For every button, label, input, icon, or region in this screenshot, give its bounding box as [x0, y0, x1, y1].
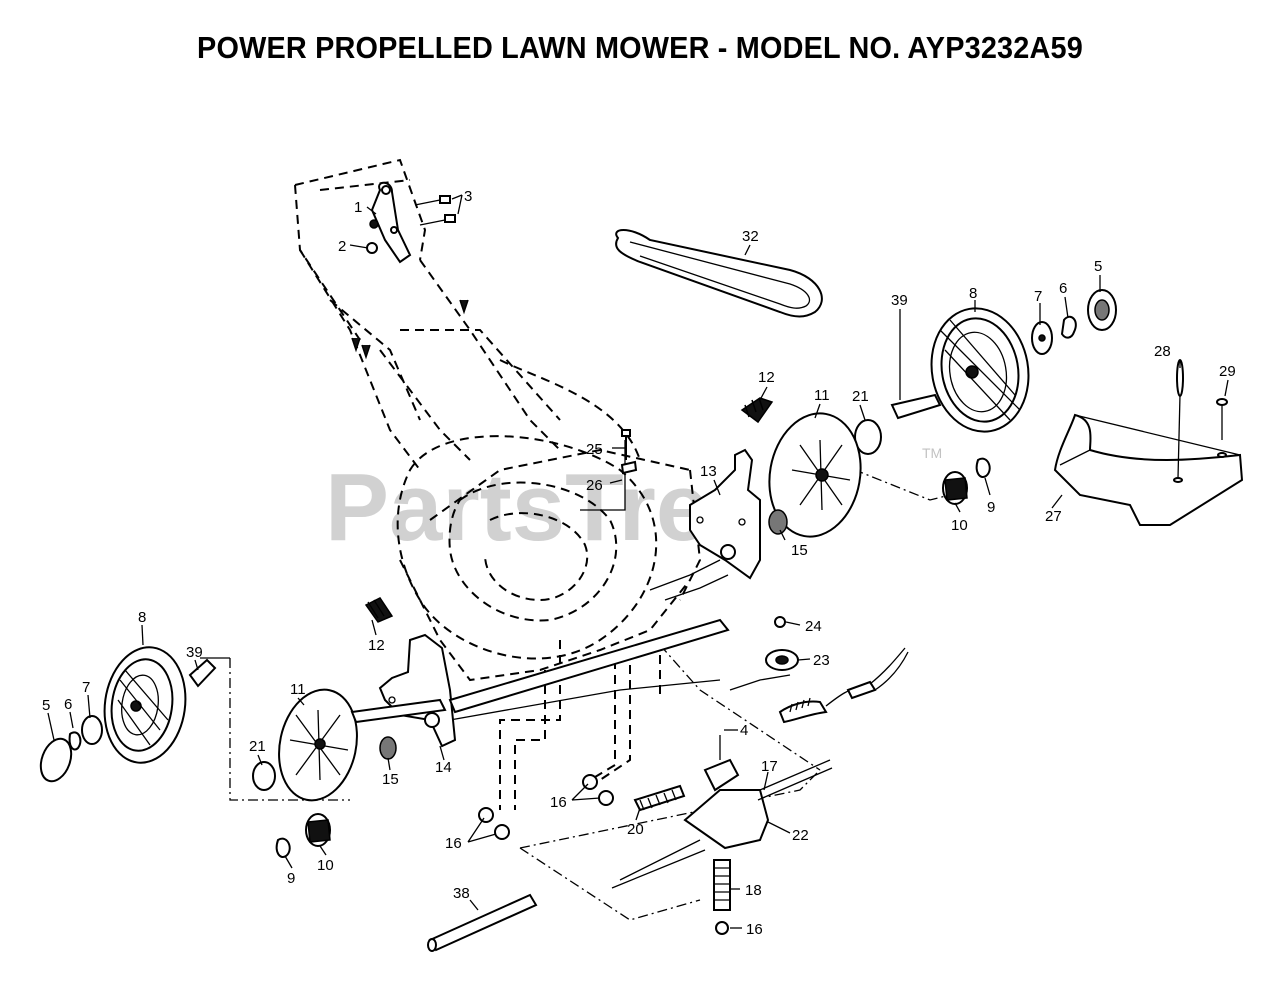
callout-4: 4 [740, 722, 748, 739]
callout-5: 5 [1094, 258, 1102, 275]
callout-12: 12 [758, 369, 775, 386]
callout-28: 28 [1154, 343, 1171, 360]
leader-lines [47, 194, 1229, 929]
callout-7: 7 [1034, 288, 1042, 305]
callout-25: 25 [586, 441, 603, 458]
mower-deck-outline [294, 158, 702, 810]
diagram-title: POWER PROPELLED LAWN MOWER - MODEL NO. A… [197, 30, 1083, 65]
callout-3: 3 [464, 188, 472, 205]
rear-shield [1053, 359, 1244, 526]
callout-5: 5 [42, 697, 50, 714]
left-wheel-assembly [39, 646, 217, 783]
callout-38: 38 [453, 885, 470, 902]
callout-17: 17 [761, 758, 778, 775]
callout-7: 7 [82, 679, 90, 696]
right-wheel-assembly [854, 289, 1117, 455]
callout-15: 15 [791, 542, 808, 559]
callout-10: 10 [317, 857, 334, 874]
callout-labels: 1 2 3 32 5 8 7 6 28 29 12 11 21 39 25 26… [42, 188, 1236, 938]
callout-8: 8 [138, 609, 146, 626]
callout-15: 15 [382, 771, 399, 788]
callout-11: 11 [814, 387, 830, 404]
callout-6: 6 [1059, 280, 1067, 297]
callout-10: 10 [951, 517, 968, 534]
callout-6: 6 [64, 696, 72, 713]
drive-belt [615, 229, 823, 318]
left-drive-assembly [252, 597, 730, 858]
callout-21: 21 [249, 738, 266, 755]
callout-39: 39 [186, 644, 203, 661]
callout-14: 14 [435, 759, 452, 776]
callout-18: 18 [745, 882, 762, 899]
handle-bracket [351, 181, 469, 360]
callout-9: 9 [287, 870, 295, 887]
callout-24: 24 [805, 618, 822, 635]
callout-13: 13 [700, 463, 717, 480]
callout-8: 8 [969, 285, 977, 302]
callout-20: 20 [627, 821, 644, 838]
callout-39: 39 [891, 292, 908, 309]
callout-1: 1 [354, 199, 362, 216]
callout-23: 23 [813, 652, 830, 669]
right-drive-assembly [620, 397, 991, 601]
transmission-assembly [427, 616, 909, 952]
callout-21: 21 [852, 388, 869, 405]
callout-16: 16 [550, 794, 567, 811]
watermark-trademark: TM [922, 445, 942, 461]
callout-11: 11 [290, 681, 306, 698]
callout-2: 2 [338, 238, 346, 255]
callout-22: 22 [792, 827, 809, 844]
callout-29: 29 [1219, 363, 1236, 380]
callout-26: 26 [586, 477, 603, 494]
callout-9: 9 [987, 499, 995, 516]
callout-27: 27 [1045, 508, 1062, 525]
callout-12: 12 [368, 637, 385, 654]
callout-32: 32 [742, 228, 759, 245]
callout-16: 16 [445, 835, 462, 852]
callout-16: 16 [746, 921, 763, 938]
